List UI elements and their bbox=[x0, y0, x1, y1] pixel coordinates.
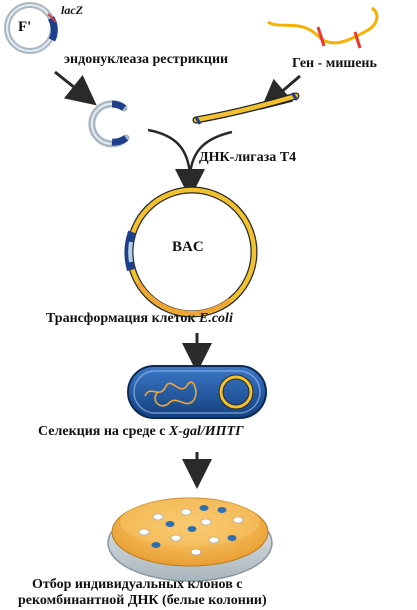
colony-blue bbox=[217, 507, 227, 513]
colony-blue bbox=[165, 521, 175, 527]
colony-white bbox=[232, 516, 244, 524]
bac-label: BAC bbox=[172, 239, 204, 255]
colony-white bbox=[152, 513, 164, 521]
linearized-vector bbox=[88, 100, 130, 148]
ecoli-text: E.coli bbox=[199, 311, 233, 326]
ligase-label: ДНК-лигаза Т4 bbox=[199, 150, 297, 165]
selection-text: Селекция на среде с bbox=[38, 424, 166, 439]
colony-blue bbox=[199, 505, 209, 511]
lacz-label: lacZ bbox=[61, 3, 83, 17]
insert-fragment bbox=[192, 92, 300, 125]
colony-white bbox=[180, 508, 192, 516]
arrow-left bbox=[54, 70, 97, 106]
target-gene-label: Ген - мишень bbox=[292, 56, 377, 71]
petri-dish bbox=[107, 497, 273, 582]
colony-white bbox=[138, 528, 150, 536]
final-label-line2: рекомбинантной ДНК (белые колонии) bbox=[18, 593, 267, 608]
transformation-label: Трансформация клеток E.coli bbox=[46, 312, 233, 326]
final-label-line1: Отбор индивидуальных клонов с bbox=[32, 577, 243, 592]
colony-blue bbox=[187, 526, 197, 532]
bac-plasmid bbox=[124, 186, 258, 318]
selection-label: Селекция на среде с X-gal/ИПТГ bbox=[38, 425, 244, 439]
colony-white bbox=[190, 548, 202, 556]
converge-left bbox=[147, 128, 192, 176]
colony-white bbox=[200, 518, 212, 526]
target-gene-strand bbox=[267, 6, 379, 49]
colony-white bbox=[170, 534, 182, 542]
colony-blue bbox=[227, 535, 237, 541]
colonies bbox=[138, 505, 244, 556]
ecoli-cell bbox=[127, 365, 267, 419]
cell-plasmid bbox=[219, 375, 253, 409]
colony-white bbox=[208, 536, 220, 544]
arrow-right bbox=[260, 74, 301, 110]
converge-right bbox=[188, 130, 233, 176]
colony-blue bbox=[151, 542, 161, 548]
chromosome bbox=[144, 381, 197, 407]
restriction-label: эндонуклеаза рестрикции bbox=[64, 52, 229, 67]
f-plasmid-ring bbox=[4, 2, 58, 54]
transformation-text: Трансформация клеток bbox=[46, 311, 196, 326]
f-plasmid-label: F' bbox=[18, 19, 32, 35]
xgal-text: X-gal/ИПТГ bbox=[168, 424, 244, 439]
lacz-marker bbox=[47, 16, 58, 42]
